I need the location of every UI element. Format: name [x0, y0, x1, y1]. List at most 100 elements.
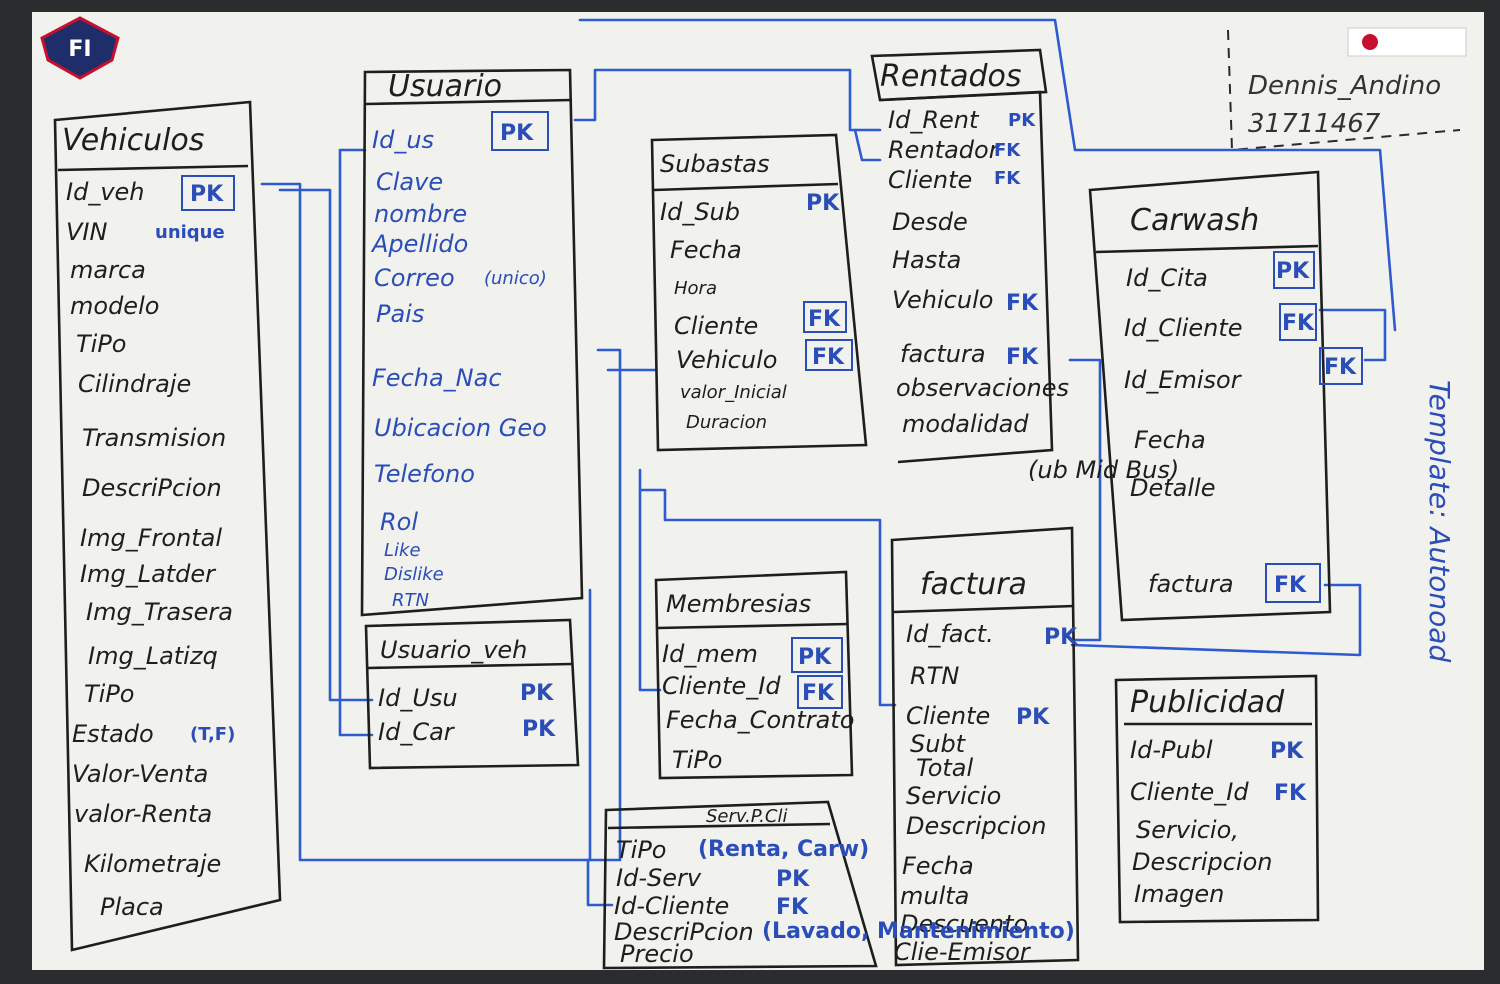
- factura-field: multa: [900, 882, 969, 910]
- publicidad-field: Cliente_Id: [1130, 778, 1249, 806]
- author-id: 31711467: [1248, 109, 1381, 139]
- table-publicidad: Publicidad Id-Publ PK Cliente_Id FK Serv…: [1114, 674, 1320, 924]
- carwash-field: Id_Cliente: [1124, 314, 1243, 342]
- rentados-field: Id_Rent: [888, 106, 980, 134]
- carwash-field: Id_Emisor: [1124, 366, 1243, 394]
- subastas-field: Hora: [674, 278, 717, 299]
- vehiculos-field: VIN: [66, 218, 107, 246]
- vehiculos-field: TiPo: [76, 330, 126, 358]
- table-membresias: Membresias Id_mem PK Cliente_Id FK Fecha…: [654, 570, 854, 780]
- usuario-field: Rol: [380, 508, 418, 536]
- rentados-field: Rentador: [888, 136, 1001, 164]
- serv-p-cli-header-divider: [607, 822, 831, 830]
- usuario-veh-header-divider: [367, 662, 573, 670]
- rentados-key: FK: [994, 140, 1021, 161]
- membresias-pk-box: [791, 637, 843, 673]
- factura-border: [890, 526, 1080, 967]
- rel-carwash-emisor: [1318, 308, 1387, 362]
- factura-field: Total: [916, 754, 973, 782]
- vehiculos-field: Img_Trasera: [86, 598, 233, 626]
- subastas-key: FK: [812, 345, 845, 370]
- membresias-key: FK: [802, 681, 835, 706]
- usuario-header-divider: [365, 98, 573, 106]
- subastas-key: PK: [806, 191, 840, 216]
- rentados-key: PK: [1008, 110, 1036, 131]
- table-usuario: Usuario Id_us PK Clave nombre Apellido C…: [360, 68, 584, 617]
- carwash-fk-box: [1279, 303, 1317, 341]
- vehiculos-field: Id_veh: [66, 178, 145, 206]
- vehiculos-estado-note: (T,F): [190, 724, 235, 745]
- subastas-field: Vehiculo: [676, 346, 777, 374]
- usuario-unique: (unico): [484, 268, 547, 289]
- vehiculos-field: modelo: [70, 292, 159, 320]
- serv-p-cli-border: [602, 800, 878, 970]
- rentados-field: Vehiculo: [892, 286, 993, 314]
- vehiculos-field: Estado: [72, 720, 154, 748]
- usuario-field: Like: [384, 540, 421, 561]
- membresias-key: PK: [798, 645, 832, 670]
- vehiculos-field: Img_Frontal: [80, 524, 222, 552]
- factura-field: Descuento: [900, 910, 1028, 938]
- membresias-border: [654, 570, 854, 780]
- rel-factura-rentados: [1068, 358, 1102, 642]
- usuario-pk: PK: [500, 121, 534, 146]
- factura-title: factura: [920, 567, 1027, 602]
- subastas-field: Id_Sub: [660, 198, 740, 226]
- rentados-title-box: [870, 48, 1048, 102]
- author-block: Dennis_Andino 31711467: [1227, 27, 1467, 152]
- rentados-field: Cliente: [888, 166, 972, 194]
- vehiculos-field: Placa: [100, 893, 164, 921]
- serv-p-cli-field: DescriPcion: [614, 918, 754, 946]
- fi-logo: FI: [40, 16, 120, 80]
- membresias-title: Membresias: [666, 590, 811, 618]
- membresias-field: Cliente_Id: [662, 672, 781, 700]
- usuario-veh-key: PK: [522, 717, 556, 742]
- rentados-title: Rentados: [880, 59, 1022, 94]
- subastas-field: Cliente: [674, 312, 758, 340]
- carwash-fk-box: [1265, 563, 1321, 603]
- usuario-veh-field: Id_Car: [378, 718, 456, 746]
- carwash-key: FK: [1282, 311, 1315, 336]
- table-serv-p-cli: Serv.P.Cli TiPo (Renta, Carw) Id-Serv PK…: [602, 800, 1075, 970]
- rel-vehiculos-usuarioveh: [278, 188, 374, 702]
- carwash-key: FK: [1274, 573, 1307, 598]
- rel-rentados-cliente: [853, 128, 882, 162]
- table-vehiculos: Vehiculos Id_veh PK VIN unique marca mod…: [53, 100, 282, 952]
- rel-vehiculos-subastas: [260, 182, 592, 862]
- factura-field: Cliente: [906, 702, 990, 730]
- serv-p-cli-field: TiPo: [616, 836, 666, 864]
- usuario-field: nombre: [374, 200, 467, 228]
- vehiculos-field: valor-Renta: [74, 800, 212, 828]
- membresias-fk-box: [797, 675, 843, 709]
- usuario-field: Pais: [376, 300, 424, 328]
- rel-usuario-membresias: [638, 468, 662, 692]
- factura-field: Descripcion: [906, 812, 1046, 840]
- usuario-title: Usuario: [388, 69, 502, 104]
- usuario-field: Ubicacion Geo: [374, 414, 547, 442]
- subastas-key: FK: [808, 307, 841, 332]
- factura-header-divider: [893, 604, 1075, 614]
- serv-p-cli-field: Id-Cliente: [614, 892, 729, 920]
- serv-p-cli-key: FK: [776, 895, 809, 920]
- membresias-field: Id_mem: [662, 640, 758, 668]
- subastas-border: [650, 133, 868, 452]
- vehiculos-field: Valor-Venta: [72, 760, 208, 788]
- logo-text: FI: [68, 37, 91, 62]
- vehiculos-field: TiPo: [84, 680, 134, 708]
- subastas-header-divider: [653, 182, 839, 192]
- usuario-field: Clave: [376, 168, 443, 196]
- rentados-modalidad-note: (ub Mid Bus): [1028, 456, 1179, 484]
- factura-field: Clie-Emisor: [894, 938, 1032, 966]
- vehiculos-title: Vehiculos: [62, 123, 204, 158]
- carwash-key: FK: [1324, 355, 1357, 380]
- carwash-fk-box: [1319, 347, 1363, 385]
- factura-field: Fecha: [902, 852, 974, 880]
- factura-field: RTN: [910, 662, 959, 690]
- table-usuario-veh: Usuario_veh Id_Usu PK Id_Car PK: [364, 618, 580, 770]
- side-note: Template: Autonoad: [1423, 380, 1456, 662]
- subastas-fk-box: [803, 301, 847, 333]
- publicidad-field: Id-Publ: [1130, 736, 1213, 764]
- publicidad-field: Descripcion: [1132, 848, 1272, 876]
- membresias-field: Fecha_Contrato: [666, 706, 854, 734]
- rel-usuario-usuarioveh: [338, 148, 374, 737]
